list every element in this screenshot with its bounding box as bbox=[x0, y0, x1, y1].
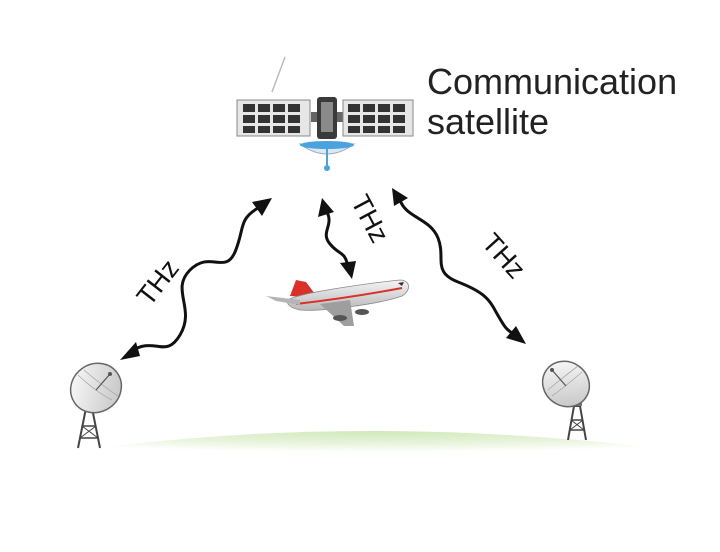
ground-icon bbox=[70, 431, 690, 461]
thz-label-right: THz bbox=[476, 228, 531, 285]
left-solar-panel bbox=[236, 99, 311, 137]
arrowhead-center-airplane bbox=[340, 261, 356, 279]
arrowhead-right-ground bbox=[506, 326, 526, 344]
thz-link-center-arrow bbox=[324, 210, 350, 268]
left-ground-station bbox=[69, 362, 123, 449]
arrowhead-left-satellite bbox=[252, 198, 272, 216]
satellite-caption-line1: Communication bbox=[427, 61, 678, 102]
thz-label-left: THz bbox=[131, 254, 185, 311]
satellite-caption-line2: satellite bbox=[427, 101, 550, 142]
dish-antenna-icon bbox=[541, 360, 591, 441]
right-solar-panel bbox=[342, 99, 414, 137]
dish-antenna-icon bbox=[69, 362, 123, 449]
thz-link-left-arrow bbox=[128, 206, 260, 354]
right-ground-station bbox=[541, 360, 591, 441]
arrowhead-center-satellite bbox=[318, 198, 334, 217]
thz-link-right-arrow bbox=[398, 198, 516, 336]
airplane-icon bbox=[266, 279, 409, 326]
arrowhead-left-ground bbox=[120, 342, 140, 360]
arrowhead-right-satellite bbox=[392, 188, 408, 206]
thz-label-center: THz bbox=[345, 190, 395, 248]
satellite-caption: Communication satellite bbox=[427, 62, 677, 142]
satellite-icon bbox=[236, 56, 414, 171]
